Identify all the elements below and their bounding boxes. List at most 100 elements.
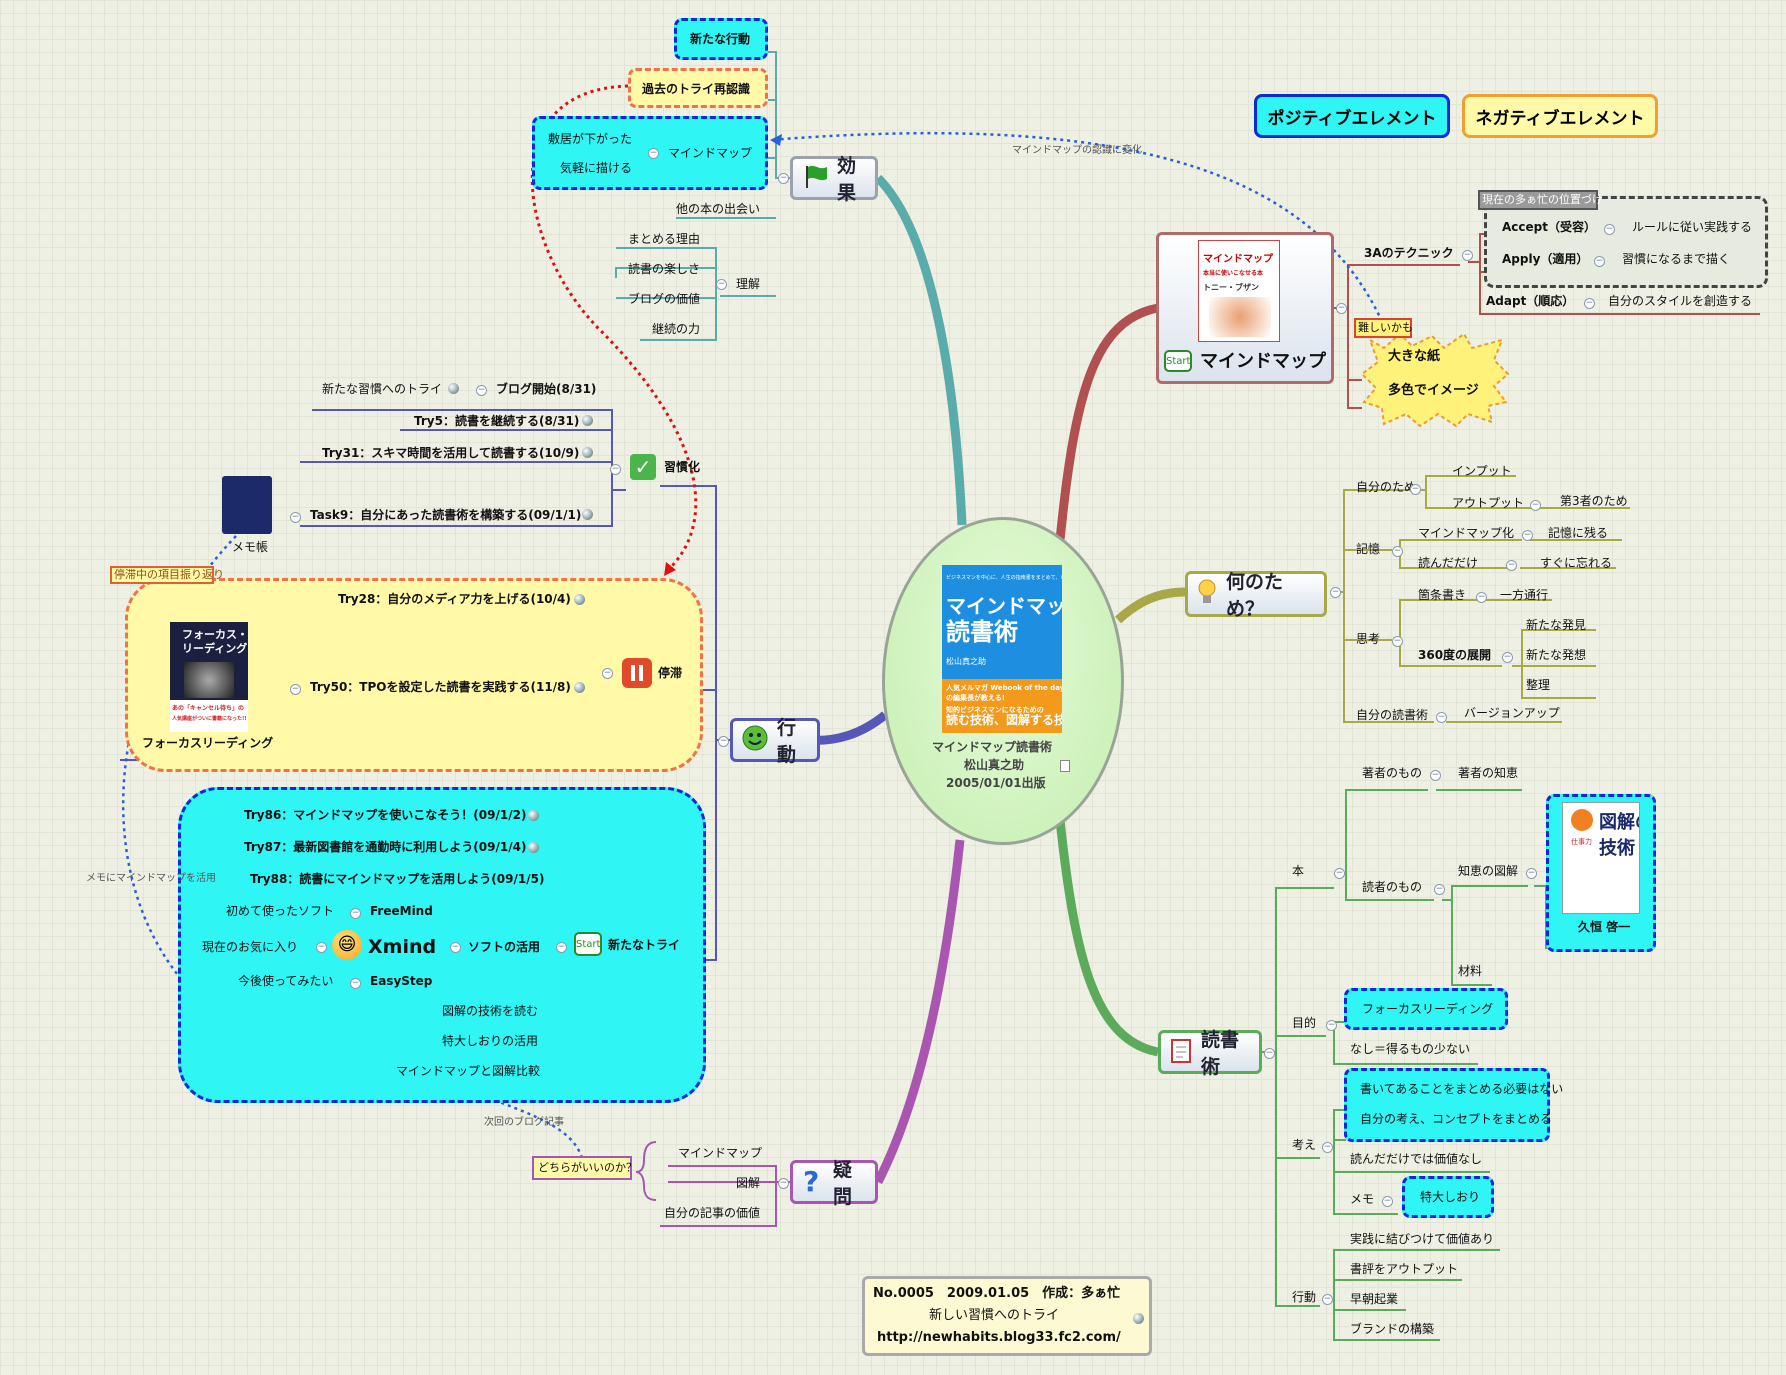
collapse-toggle[interactable]	[1326, 1020, 1337, 1031]
collapse-toggle[interactable]	[1330, 587, 1341, 598]
collapse-toggle[interactable]	[350, 978, 361, 989]
collapse-toggle[interactable]	[1604, 224, 1615, 235]
collapse-toggle[interactable]	[1336, 303, 1347, 314]
node-one-way: 一方通行	[1500, 588, 1549, 602]
node-past-try[interactable]	[628, 68, 768, 108]
collapse-toggle[interactable]	[1334, 868, 1345, 879]
topic-why[interactable]: 何のため？	[1185, 571, 1327, 620]
collapse-toggle[interactable]	[648, 148, 659, 159]
topic-question[interactable]: ? 疑問	[790, 1159, 878, 1208]
focus-book-cover: フォーカス・ リーディング あの「キャンセル待ち」の 人気講座がついに書籍になっ…	[170, 622, 248, 732]
node-focus[interactable]	[1344, 988, 1508, 1030]
globe-icon[interactable]	[574, 682, 585, 693]
memo-book-image	[222, 476, 272, 534]
node-bookmark-use: 特大しおりの活用	[442, 1034, 539, 1048]
note-icon[interactable]	[1060, 760, 1070, 772]
collapse-toggle[interactable]	[290, 684, 301, 695]
collapse-toggle[interactable]	[1506, 560, 1517, 571]
node-act-item: 書評をアウトプット	[1350, 1262, 1459, 1276]
globe-icon[interactable]	[1133, 1313, 1144, 1324]
smiley-icon	[741, 724, 769, 757]
topic-effect[interactable]: 効果	[790, 155, 878, 204]
mm-cover-image	[1209, 297, 1271, 337]
node-mm-ka: マインドマップ化	[1418, 526, 1515, 540]
collapse-toggle[interactable]	[350, 908, 361, 919]
collapse-toggle[interactable]	[1392, 546, 1403, 557]
collapse-toggle[interactable]	[450, 942, 461, 953]
node-try5: Try5：読書を継続する(8/31)	[414, 414, 580, 428]
collapse-toggle[interactable]	[1434, 884, 1445, 895]
node-bookmark[interactable]	[1402, 1176, 1494, 1218]
collapse-toggle[interactable]	[778, 173, 789, 184]
node-new-action[interactable]	[674, 18, 768, 60]
node-nothing: なし＝得るもの少ない	[1350, 1042, 1471, 1056]
topic-effect-label: 効果	[837, 155, 857, 204]
node-act-item: ブランドの構築	[1350, 1322, 1435, 1336]
kuga-cover-title2: 技術	[1599, 838, 1635, 859]
globe-icon[interactable]	[582, 509, 593, 520]
collapse-toggle[interactable]	[1382, 1196, 1393, 1207]
globe-icon[interactable]	[582, 415, 593, 426]
node-focus-reading: フォーカスリーディング	[142, 736, 274, 750]
globe-icon[interactable]	[582, 447, 593, 458]
globe-icon[interactable]	[528, 842, 539, 853]
node-reading-action: 行動	[1292, 1290, 1317, 1304]
collapse-toggle[interactable]	[1410, 484, 1421, 495]
node-try87: Try87：最新図書館を通勤時に利用しよう(09/1/4)	[244, 840, 527, 854]
collapse-toggle[interactable]	[1530, 500, 1541, 511]
collapse-toggle[interactable]	[290, 512, 301, 523]
node-remember: 記憶に残る	[1548, 526, 1609, 540]
collapse-toggle[interactable]	[1522, 530, 1533, 541]
collapse-toggle[interactable]	[1594, 256, 1605, 267]
collapse-toggle[interactable]	[1462, 250, 1473, 261]
svg-text:?: ?	[803, 1165, 819, 1195]
collapse-toggle[interactable]	[718, 736, 729, 747]
collapse-toggle[interactable]	[1322, 1294, 1333, 1305]
kuga-cover-title1: 図解の	[1599, 812, 1639, 833]
node-multi-color: 多色でイメージ	[1388, 383, 1479, 398]
node-self: 自分のため	[1356, 480, 1417, 494]
collapse-toggle[interactable]	[316, 942, 327, 953]
collapse-toggle[interactable]	[1476, 592, 1487, 603]
mindmap-book-cover: マインドマップ 本当に使いこなせる本 トニー・ブザン	[1198, 240, 1280, 342]
central-book-cover: ビジネスマンを中心に、人生の指南書をまとめて、いつでも マインドマップ 読書術 …	[942, 565, 1062, 733]
collapse-toggle[interactable]	[1584, 298, 1595, 309]
collapse-toggle[interactable]	[1322, 1142, 1333, 1153]
collapse-toggle[interactable]	[778, 1178, 789, 1189]
mm-cover-title: マインドマップ	[1203, 254, 1273, 265]
collapse-toggle[interactable]	[556, 942, 567, 953]
position-label-box	[1478, 190, 1598, 210]
node-accept: Accept（受容）	[1502, 220, 1596, 234]
topic-reading[interactable]: 読書術	[1158, 1029, 1262, 1078]
start-icon-label: Start	[1166, 356, 1191, 367]
collapse-toggle[interactable]	[716, 279, 727, 290]
collapse-toggle[interactable]	[1526, 868, 1537, 879]
node-want: 今後使ってみたい	[238, 974, 334, 988]
topic-action[interactable]: 行動	[730, 717, 820, 766]
collapse-toggle[interactable]	[476, 385, 487, 396]
node-no-value: 読んだだけでは価値なし	[1350, 1152, 1483, 1166]
node-memory: 記憶	[1356, 542, 1381, 556]
mm-cover-subtitle: 本当に使いこなせる本	[1203, 270, 1264, 277]
collapse-toggle[interactable]	[1430, 770, 1441, 781]
collapse-toggle[interactable]	[602, 668, 613, 679]
central-title: マインドマップ読書術	[932, 740, 1053, 754]
which-label: どちらがいいのか？	[538, 1161, 637, 1174]
collapse-toggle[interactable]	[1502, 652, 1513, 663]
globe-icon[interactable]	[448, 383, 459, 394]
node-third: 第3者のため	[1560, 494, 1628, 508]
collapse-toggle[interactable]	[1264, 1048, 1275, 1059]
footer-url[interactable]: http://newhabits.blog33.fc2.com/	[877, 1330, 1121, 1345]
node-positive-group[interactable]	[1344, 1068, 1550, 1142]
collapse-toggle[interactable]	[1392, 636, 1403, 647]
globe-icon[interactable]	[574, 594, 585, 605]
collapse-toggle[interactable]	[610, 464, 621, 475]
globe-icon[interactable]	[528, 810, 539, 821]
collapse-toggle[interactable]	[1436, 712, 1447, 723]
node-try28: Try28：自分のメディア力を上げる(10/4)	[338, 592, 571, 606]
footer-line-1: No.0005 2009.01.05 作成：多ぁ忙	[873, 1286, 1121, 1301]
topic-mindmap-label: マインドマップ	[1200, 351, 1326, 372]
focus-cover-band-1: あの「キャンセル待ち」の	[172, 705, 245, 712]
cover-band-1: 人気メルマガ Webook of the day	[946, 684, 1062, 692]
